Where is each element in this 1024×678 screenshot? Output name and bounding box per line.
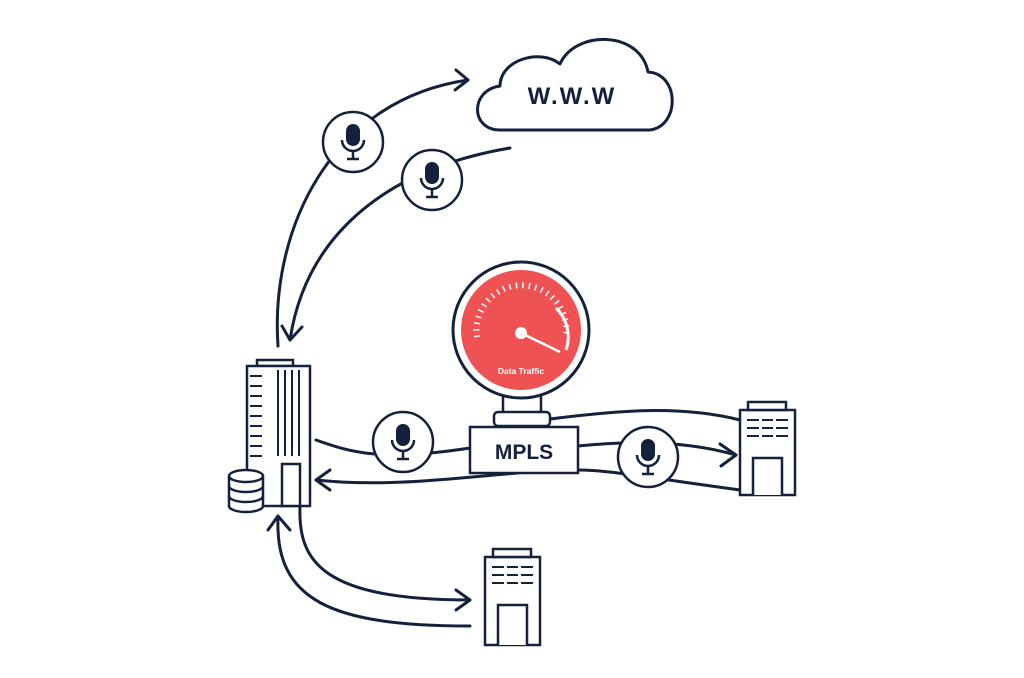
arrowhead-hq-bottom (266, 514, 292, 532)
arrowhead-cloud (453, 68, 470, 92)
connection-hq-to-office-bottom (298, 504, 472, 602)
speedometer-icon: Data Traffic (451, 260, 591, 428)
microphone-icon (371, 410, 435, 474)
arrowhead-office-bottom (454, 588, 472, 612)
branch-office-icon (738, 400, 797, 497)
microphone-icon (400, 148, 464, 212)
branch-office-icon (483, 547, 542, 647)
database-icon (227, 468, 265, 514)
connection-cloud-to-hq (288, 146, 512, 342)
cloud-label: W.W.W (528, 83, 617, 110)
connection-hq-to-mpls (314, 438, 472, 457)
arrowhead-office-right (718, 442, 738, 468)
gauge-label: Data Traffic (498, 366, 545, 376)
connection-office-bottom-to-hq (276, 516, 472, 628)
microphone-icon (616, 425, 680, 489)
connection-hq-to-cloud (275, 78, 470, 348)
cloud-icon: W.W.W (476, 37, 674, 132)
mpls-label: MPLS (495, 441, 553, 464)
connection-mpls-top-line (540, 409, 742, 422)
microphone-icon (321, 110, 385, 174)
arrowhead-hq-right (314, 468, 332, 492)
arrowhead-hq-top (280, 324, 304, 342)
mpls-box: MPLS (468, 425, 580, 475)
